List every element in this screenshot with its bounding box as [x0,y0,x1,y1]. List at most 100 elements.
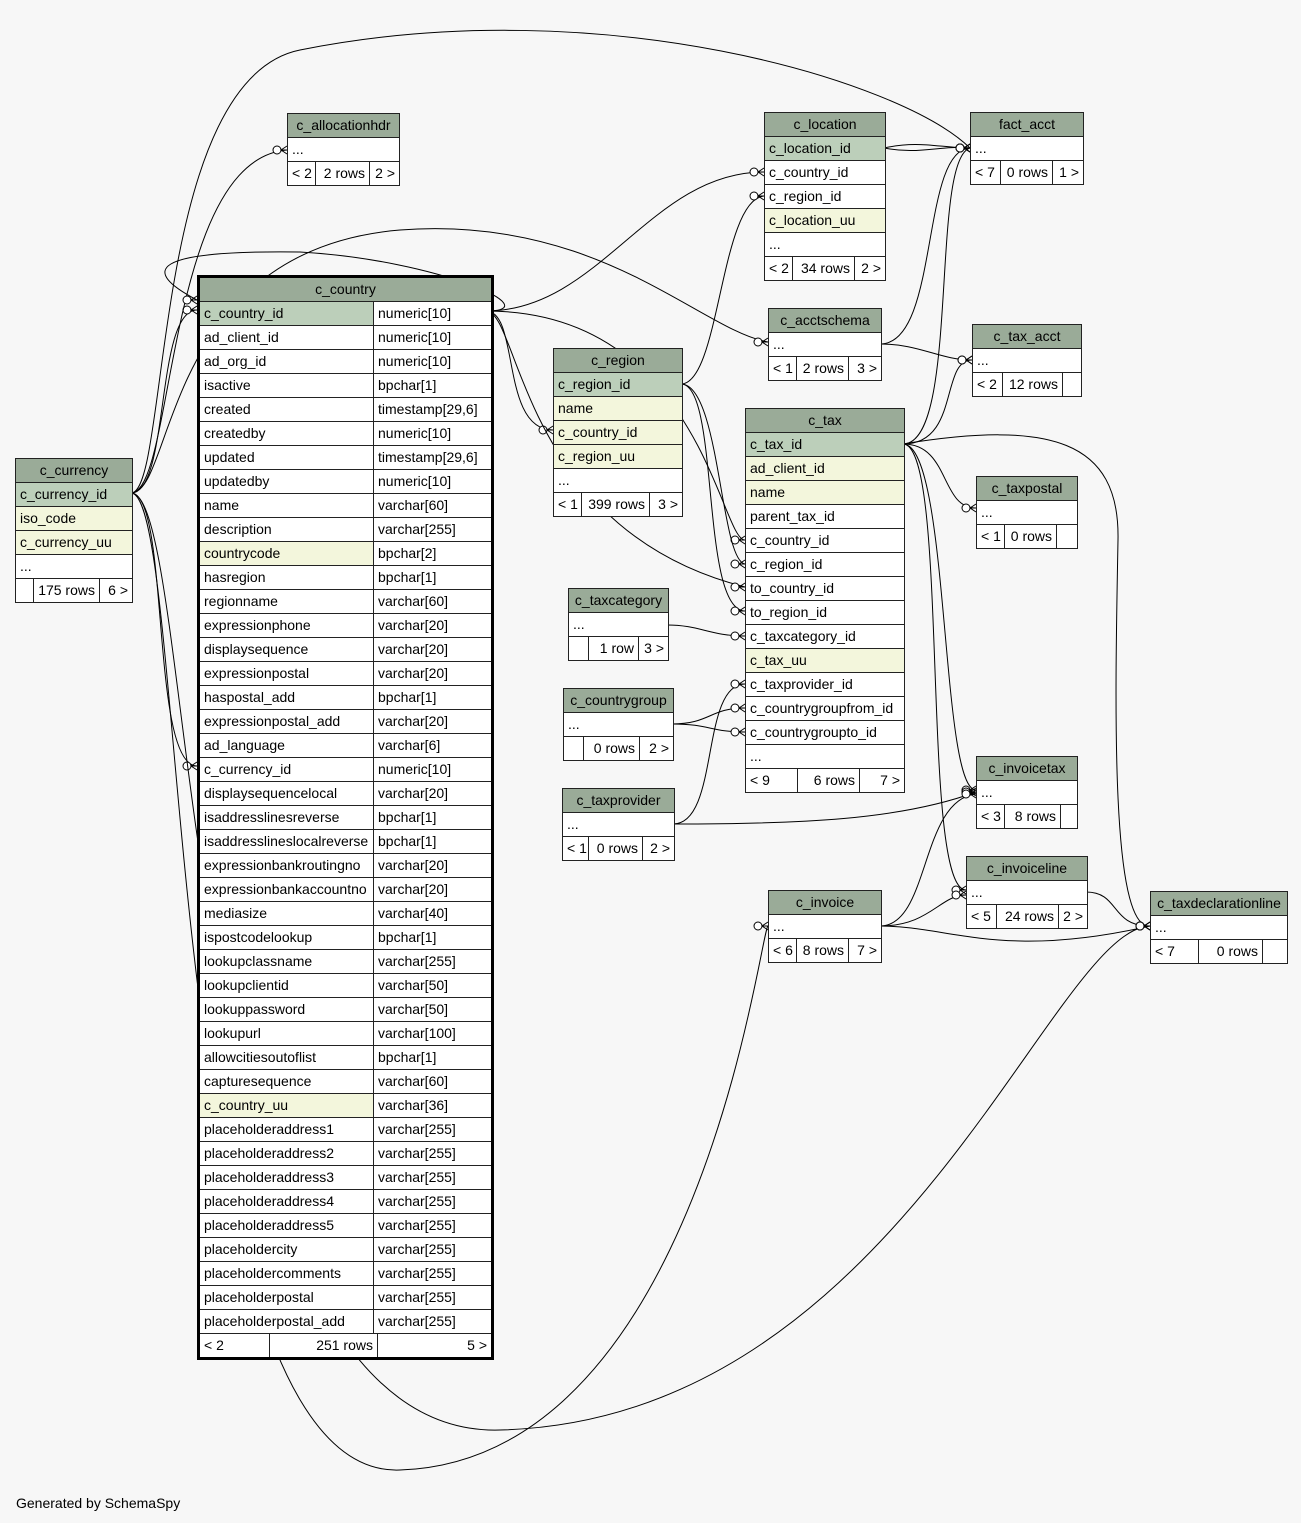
column-row[interactable]: ... [563,813,674,837]
column-row[interactable]: ... [554,469,682,493]
parents-count[interactable]: < 5 [967,905,997,928]
column-row[interactable]: ... [973,349,1081,373]
column-row[interactable]: name [746,481,904,505]
children-count[interactable] [1061,805,1077,828]
children-count[interactable]: 3 > [857,360,877,376]
parents-count[interactable]: < 1 [554,493,582,516]
column-row[interactable]: ... [765,233,885,257]
parents-count[interactable] [564,737,584,760]
children-count[interactable]: 7 > [880,772,900,788]
column-row[interactable]: ... [977,781,1077,805]
children-count[interactable]: 2 > [861,260,881,276]
parents-count[interactable]: < 3 [977,805,1005,828]
column-row[interactable]: c_countrygroupfrom_id [746,697,904,721]
column-row[interactable]: to_region_id [746,601,904,625]
column-row[interactable]: c_country_id [554,421,682,445]
column-row[interactable]: c_tax_id [746,433,904,457]
parents-count[interactable]: < 1 [563,837,589,860]
children-count[interactable]: 3 > [644,640,664,656]
column-row[interactable]: ... [967,881,1087,905]
column-row[interactable]: c_region_uu [554,445,682,469]
column-row[interactable]: ... [564,713,673,737]
parents-count[interactable]: < 2 [288,162,316,185]
parents-count[interactable]: < 6 [769,939,797,962]
children-count[interactable]: 5 > [467,1337,487,1353]
parents-count[interactable]: < 7 [971,161,1001,184]
children-count[interactable]: 2 > [1063,908,1083,924]
column-row[interactable]: ... [769,333,881,357]
column-row[interactable]: c_region_id [765,185,885,209]
parents-count[interactable]: < 1 [977,525,1005,548]
column-row[interactable]: c_location_uu [765,209,885,233]
children-count[interactable] [1057,525,1077,548]
column-row[interactable]: ... [977,501,1077,525]
column-row[interactable]: ... [746,745,904,769]
column-row[interactable]: c_currency_id [16,483,132,507]
column-row[interactable]: c_tax_uu [746,649,904,673]
column-row[interactable]: name [554,397,682,421]
children-count[interactable]: 2 > [649,740,669,756]
parents-count[interactable]: < 2 [973,373,1003,396]
column-row[interactable]: to_country_id [746,577,904,601]
column-row[interactable]: c_region_id [746,553,904,577]
column-row[interactable]: ad_client_id [746,457,904,481]
parents-count[interactable]: < 2 [200,1334,270,1357]
children-count[interactable]: 2 > [375,165,395,181]
column-row[interactable]: ... [769,915,881,939]
column-row[interactable]: c_location_id [765,137,885,161]
children-count[interactable]: 6 > [108,582,128,598]
children-count[interactable]: 2 > [650,840,670,856]
column-row[interactable]: ... [1151,916,1287,940]
column-row[interactable]: parent_tax_id [746,505,904,529]
column-row[interactable]: c_taxprovider_id [746,673,904,697]
parents-count[interactable]: < 9 [746,769,798,792]
